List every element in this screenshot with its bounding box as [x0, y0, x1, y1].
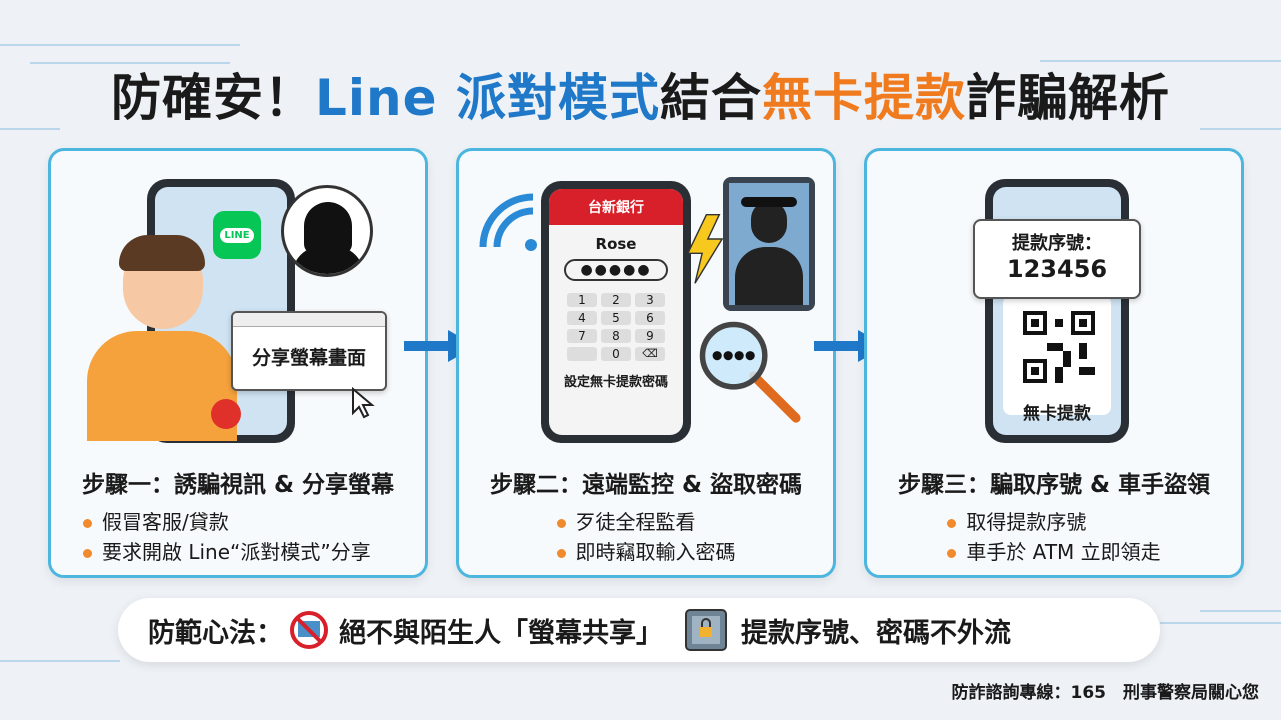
- bullet-item: 即時竊取輸入密碼: [556, 537, 736, 567]
- page-title: 防確安！Line 派對模式結合無卡提款詐騙解析: [0, 58, 1281, 130]
- no-screen-share-icon: [290, 611, 328, 649]
- key: 6: [635, 311, 665, 325]
- key: 7: [567, 329, 597, 343]
- bullet-item: 車手於 ATM 立即領走: [947, 537, 1161, 567]
- step-title: 步驟一：誘騙視訊 & 分享螢幕: [81, 472, 395, 498]
- step-card-1: LINE 分享螢幕畫面 步驟一：誘騙視訊 & 分享螢幕 假冒客服/貸款 要求開啟…: [48, 148, 428, 578]
- step-card-2: 台新銀行 Rose ●●●●● 1 2 3 4 5 6 7 8 9 0 ⌫ 設定…: [456, 148, 836, 578]
- safe-lock-icon: [685, 609, 727, 651]
- user-name: Rose: [595, 235, 637, 253]
- title-part: 防確安！: [111, 69, 316, 127]
- hacker-icon: [729, 183, 809, 305]
- magnifier-icon: [699, 321, 801, 423]
- bullet-item: 取得提款序號: [947, 507, 1160, 537]
- cursor-icon: [352, 387, 375, 419]
- password-field: ●●●●●: [564, 259, 668, 281]
- hacker-bubble-icon: [281, 185, 373, 277]
- circuit-line: [1040, 60, 1281, 62]
- key: 8: [601, 329, 631, 343]
- phone-caption: 無卡提款: [1023, 404, 1091, 424]
- hangup-icon: [211, 399, 241, 429]
- circuit-line: [30, 62, 230, 64]
- prevention-tips: 防範心法： 絕不與陌生人「螢幕共享」 提款序號、密碼不外流: [118, 598, 1160, 662]
- step-title: 步驟三：騙取序號 & 車手盜領: [897, 472, 1211, 498]
- circuit-line: [1200, 610, 1281, 612]
- circuit-line: [0, 128, 60, 130]
- popup-text: 分享螢幕畫面: [251, 347, 366, 369]
- withdrawal-code: 123456: [1006, 255, 1108, 283]
- title-cardless: 無卡提款: [761, 69, 966, 127]
- person-head-icon: [119, 235, 205, 329]
- hacker-tablet: [723, 177, 815, 311]
- qr-code-icon: [1023, 311, 1095, 383]
- key: 5: [601, 311, 631, 325]
- key: 2: [601, 293, 631, 307]
- bullet-item: 要求開啟 Line“派對模式”分享: [83, 537, 371, 567]
- bullet-item: 歹徒全程監看: [556, 507, 736, 537]
- share-screen-popup: 分享螢幕畫面: [231, 311, 387, 391]
- title-part: 結合: [659, 69, 762, 127]
- step-card-3: 無卡提款 提款序號： 123456 步驟三：騙取序號 & 車手盜領 取得提款序號…: [864, 148, 1244, 578]
- circuit-line: [1200, 128, 1281, 130]
- circuit-line: [1160, 622, 1281, 624]
- tips-label: 防範心法：: [148, 617, 283, 649]
- key: 1: [567, 293, 597, 307]
- circuit-line: [0, 660, 120, 662]
- bank-name: 台新銀行: [549, 189, 683, 225]
- withdrawal-code-popup: 提款序號： 123456: [973, 219, 1141, 299]
- tip-no-screen-share: 絕不與陌生人「螢幕共享」: [339, 617, 663, 649]
- title-part: 詐騙解析: [965, 69, 1170, 127]
- lightning-icon: [686, 214, 724, 284]
- line-app-icon: LINE: [213, 211, 261, 259]
- phone-caption: 設定無卡提款密碼: [563, 375, 668, 390]
- circuit-line: [0, 44, 240, 46]
- key: 9: [635, 329, 665, 343]
- backspace-key-icon: ⌫: [635, 347, 665, 361]
- wifi-signal-icon: [479, 193, 537, 251]
- line-icon-label: LINE: [220, 227, 254, 243]
- key: 4: [567, 311, 597, 325]
- code-label: 提款序號：: [1012, 233, 1102, 254]
- key: 3: [635, 293, 665, 307]
- bank-phone: 台新銀行 Rose ●●●●● 1 2 3 4 5 6 7 8 9 0 ⌫ 設定…: [541, 181, 691, 443]
- step-title: 步驟二：遠端監控 & 盜取密碼: [489, 472, 803, 498]
- bullet-item: 假冒客服/貸款: [83, 507, 229, 537]
- title-line-party: Line 派對模式: [315, 69, 660, 127]
- key: 0: [601, 347, 631, 361]
- footer-hotline: 防詐諮詢專線：165 刑事警察局關心您: [951, 683, 1260, 703]
- keypad: 1 2 3 4 5 6 7 8 9 0 ⌫: [549, 293, 683, 361]
- tip-keep-codes-private: 提款序號、密碼不外流: [741, 617, 1011, 649]
- person-body-icon: [87, 331, 237, 441]
